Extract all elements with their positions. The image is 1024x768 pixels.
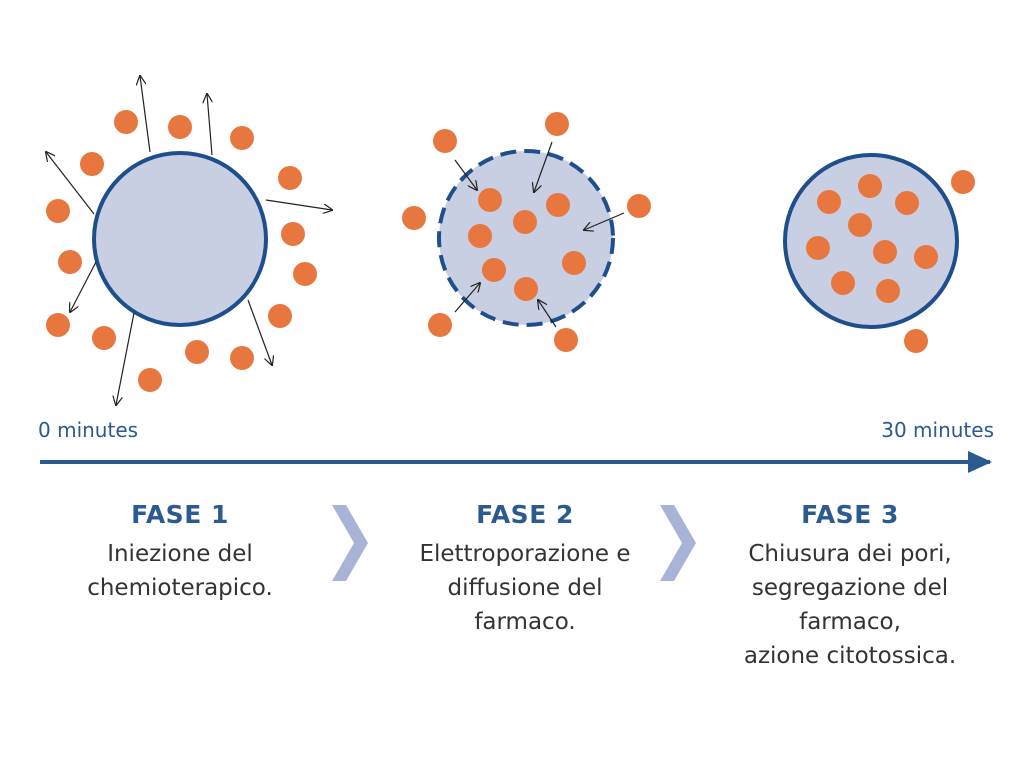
- drug-molecule: [513, 210, 537, 234]
- drug-molecule: [58, 250, 82, 274]
- drug-molecule: [831, 271, 855, 295]
- drug-molecule: [168, 115, 192, 139]
- cell-phase-1: [92, 151, 268, 327]
- drug-molecule: [293, 262, 317, 286]
- phase-description-line: Chiusura dei pori,: [748, 541, 952, 567]
- molecules-phase-3: [806, 170, 975, 353]
- phase-description-line: farmaco,: [799, 609, 901, 635]
- molecules-phase-1: [46, 110, 317, 392]
- phase-description-line: segregazione del: [751, 575, 949, 601]
- arrows-phase-2: [454, 141, 625, 328]
- drug-molecule: [428, 313, 452, 337]
- timeline-end-label: 30 minutes: [881, 418, 994, 442]
- cell-membrane-intact: [92, 151, 268, 327]
- arrow: [116, 312, 135, 405]
- drug-molecule: [562, 251, 586, 275]
- phase-3: FASE 3 Chiusura dei pori, segregazione d…: [720, 500, 980, 673]
- arrow: [534, 141, 553, 192]
- drug-molecule: [80, 152, 104, 176]
- arrow: [454, 159, 477, 190]
- phase-1: FASE 1 Iniezione del chemioterapico.: [60, 500, 300, 605]
- chevron-icon: [660, 505, 696, 581]
- molecules-phase-2: [402, 112, 651, 352]
- arrow: [538, 300, 557, 328]
- phase-title: FASE 1: [131, 500, 229, 529]
- drug-molecule: [230, 346, 254, 370]
- drug-molecule: [478, 188, 502, 212]
- drug-molecule: [268, 304, 292, 328]
- drug-molecule: [873, 240, 897, 264]
- drug-molecule: [914, 245, 938, 269]
- chevron-icon: [332, 505, 368, 581]
- drug-molecule: [46, 313, 70, 337]
- drug-molecule: [848, 213, 872, 237]
- drug-molecule: [514, 277, 538, 301]
- drug-molecule: [806, 236, 830, 260]
- arrow: [70, 261, 97, 312]
- drug-molecule: [817, 190, 841, 214]
- arrow: [454, 283, 480, 313]
- drug-molecule: [402, 206, 426, 230]
- arrow: [265, 199, 332, 210]
- drug-molecule: [230, 126, 254, 150]
- phase-2: FASE 2 Elettroporazione e diffusione del…: [390, 500, 660, 639]
- phase-title: FASE 2: [476, 500, 574, 529]
- drug-molecule: [627, 194, 651, 218]
- drug-molecule: [482, 258, 506, 282]
- phase-description-line: Elettroporazione e: [419, 541, 631, 567]
- drug-molecule: [433, 129, 457, 153]
- drug-molecule: [46, 199, 70, 223]
- phase-description-line: chemioterapico.: [87, 575, 273, 601]
- arrows-phase-1: [46, 76, 332, 405]
- phase-description-line: farmaco.: [474, 609, 576, 635]
- drug-molecule: [138, 368, 162, 392]
- phase-description-line: azione citotossica.: [743, 643, 957, 669]
- timeline-start-label: 0 minutes: [38, 418, 139, 442]
- arrow: [140, 76, 151, 153]
- drug-molecule: [895, 191, 919, 215]
- drug-molecule: [92, 326, 116, 350]
- drug-molecule: [114, 110, 138, 134]
- drug-molecule: [281, 222, 305, 246]
- drug-molecule: [904, 329, 928, 353]
- phase-description-line: diffusione del: [447, 575, 603, 601]
- drug-molecule: [554, 328, 578, 352]
- arrow: [207, 94, 212, 156]
- drug-molecule: [858, 174, 882, 198]
- drug-molecule: [876, 279, 900, 303]
- drug-molecule: [468, 224, 492, 248]
- arrow: [46, 152, 95, 215]
- drug-molecule: [951, 170, 975, 194]
- drug-molecule: [278, 166, 302, 190]
- phase-description-line: Iniezione del: [107, 541, 253, 567]
- arrow: [247, 299, 272, 365]
- arrow: [584, 212, 625, 230]
- drug-molecule: [546, 193, 570, 217]
- phase-title: FASE 3: [801, 500, 899, 529]
- drug-molecule: [185, 340, 209, 364]
- drug-molecule: [545, 112, 569, 136]
